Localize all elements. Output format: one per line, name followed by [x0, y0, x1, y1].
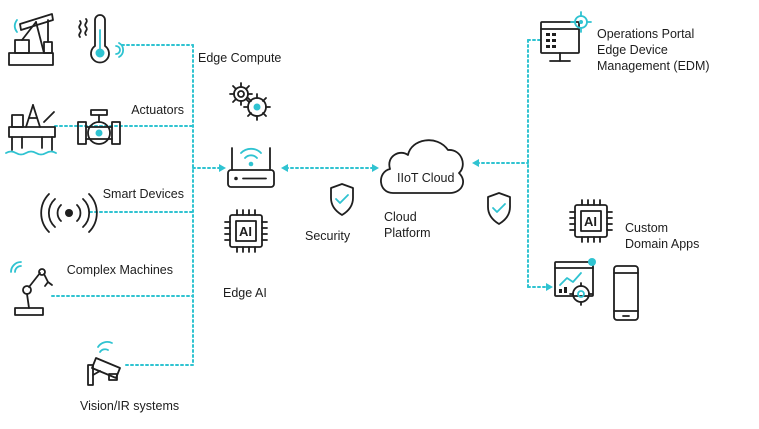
wireless-signal-icon [40, 193, 98, 233]
label-custom: Custom [625, 221, 669, 235]
router-icon [227, 147, 275, 188]
valve-icon [77, 109, 121, 145]
oil-pump-icon [8, 13, 54, 66]
label-domain-apps: Domain Apps [625, 237, 700, 251]
thermometer-icon [78, 14, 125, 64]
label-cloud-platform-line2: Platform [384, 226, 431, 240]
analytics-dashboard-icon [554, 258, 596, 306]
label-security: Security [305, 229, 351, 243]
shield-check-icon [330, 183, 354, 216]
label-cloud-platform-line1: Cloud [384, 210, 417, 224]
label-edm: Management (EDM) [597, 59, 710, 73]
connectors [51, 39, 553, 366]
offshore-rig-icon [5, 104, 57, 156]
label-vision-ir: Vision/IR systems [80, 399, 180, 413]
cloud-name: IIoT Cloud [397, 171, 455, 185]
ai-chip-icon [224, 209, 268, 253]
robot-arm-icon [10, 261, 53, 316]
ai-chip-icon [569, 199, 613, 243]
smartphone-icon [613, 265, 639, 321]
gears-icon [229, 82, 271, 121]
monitor-gear-icon [540, 11, 592, 62]
label-edge-device: Edge Device [597, 43, 668, 57]
label-complex-machines: Complex Machines [66, 263, 173, 277]
label-operations-portal: Operations Portal [597, 27, 695, 41]
label-edge-ai: Edge AI [223, 286, 267, 300]
label-edge-compute: Edge Compute [198, 51, 282, 65]
label-smart-devices: Smart Devices [102, 187, 184, 201]
security-camera-icon [87, 341, 121, 386]
cloud-icon [380, 139, 464, 194]
custom-ai-chip-text: AI [584, 214, 597, 229]
edge-ai-chip-text: AI [239, 224, 252, 239]
shield-check-icon [487, 192, 511, 225]
label-actuators: Actuators [131, 103, 184, 117]
